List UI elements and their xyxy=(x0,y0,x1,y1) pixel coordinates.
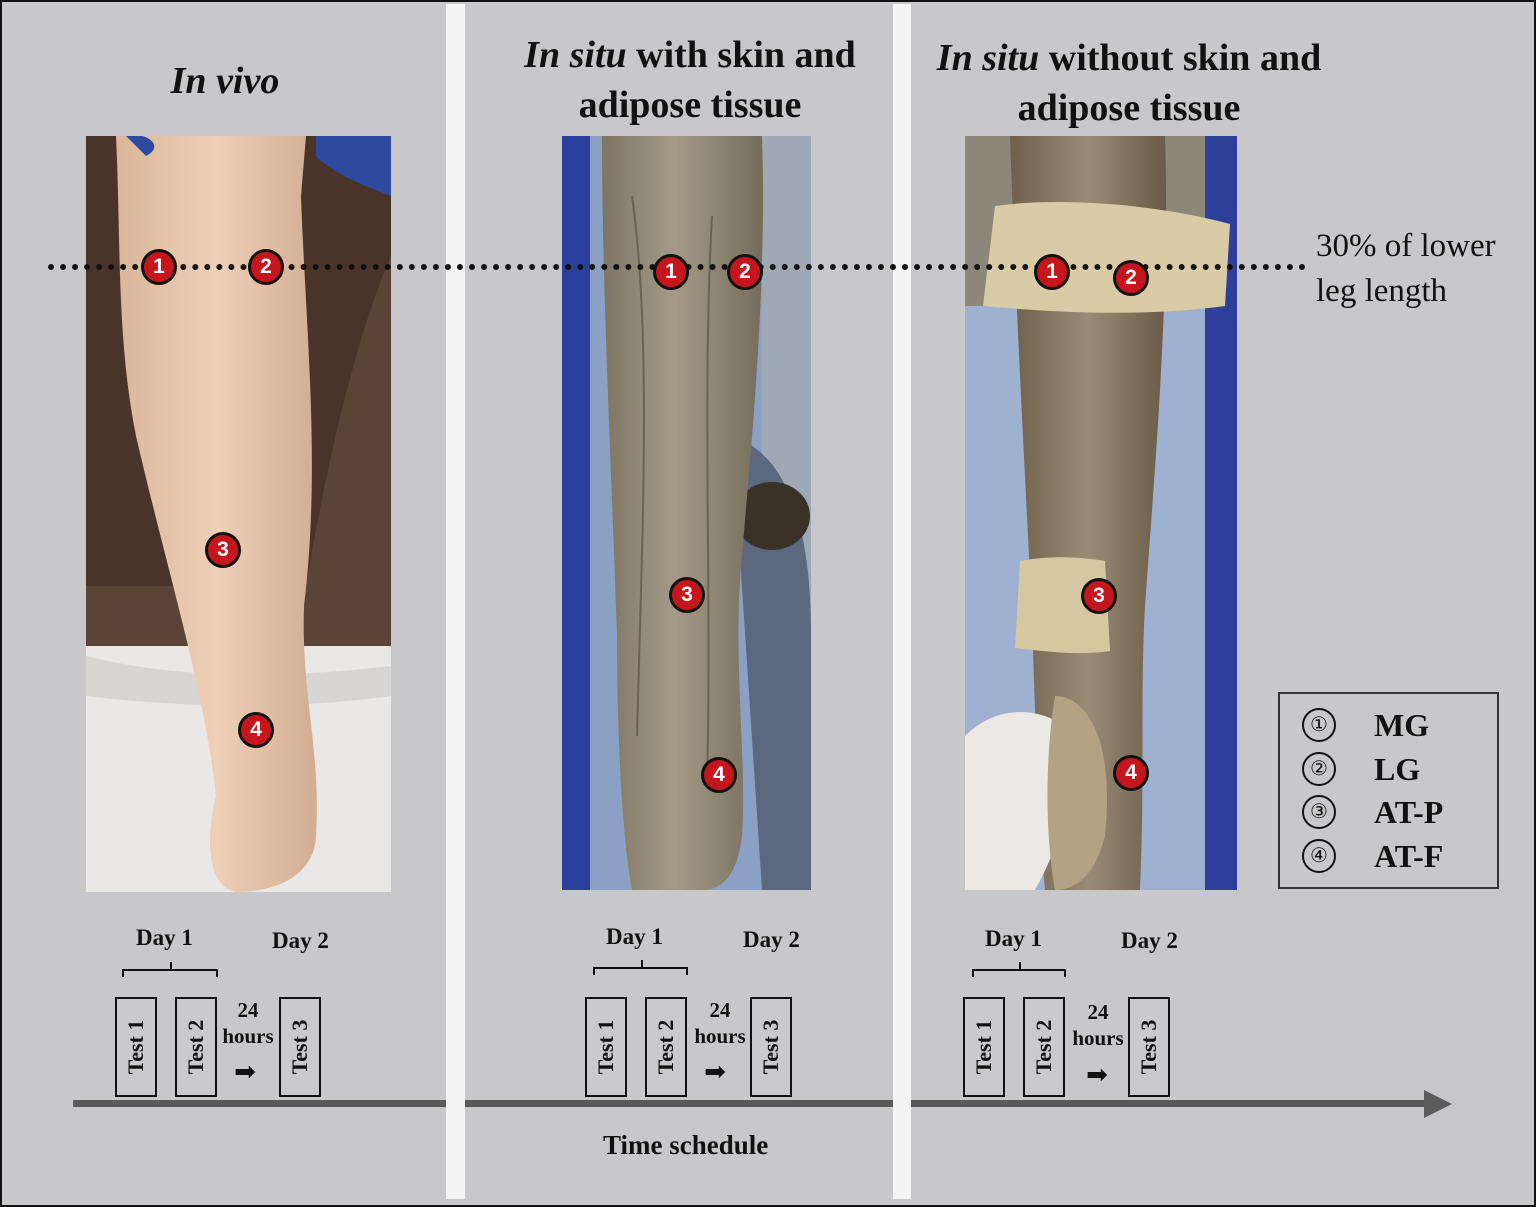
legend-box: ① MG ② LG ③ AT-P ④ AT-F xyxy=(1278,692,1499,889)
legend-label: AT-P xyxy=(1374,794,1444,830)
right-arrow-icon: ➡ xyxy=(234,1057,256,1087)
day-1-label: Day 1 xyxy=(136,925,193,950)
day-1-bracket xyxy=(122,962,218,977)
timeline-segment xyxy=(911,1100,1426,1107)
panel-title: In situ without skin and adipose tissue xyxy=(936,37,1322,129)
timeline-segment xyxy=(465,1100,893,1107)
panel-separator xyxy=(446,4,465,1199)
marker-at-f: 4 xyxy=(238,712,274,748)
legend-item-lg: ② LG xyxy=(1302,751,1492,792)
legend-number: ④ xyxy=(1302,839,1336,873)
test-1-box: Test 1 xyxy=(585,997,627,1097)
day-1-bracket xyxy=(593,960,688,975)
marker-at-f: 4 xyxy=(701,757,737,793)
marker-mg: 1 xyxy=(1034,254,1070,290)
marker-at-p: 3 xyxy=(1081,578,1117,614)
legend-number: ② xyxy=(1302,752,1336,786)
timeline-segment xyxy=(73,1100,446,1107)
timeline-arrowhead-icon xyxy=(1424,1090,1452,1118)
leg-photo-in-situ-without-skin xyxy=(965,136,1237,890)
timeline-label: Time schedule xyxy=(603,1130,769,1160)
marker-at-f: 4 xyxy=(1113,755,1149,791)
legend-label: MG xyxy=(1374,707,1430,743)
test-1-box: Test 1 xyxy=(115,997,157,1097)
marker-mg: 1 xyxy=(653,254,689,290)
test-2-box: Test 2 xyxy=(645,997,687,1097)
test-1-box: Test 1 xyxy=(963,997,1005,1097)
day-1-label: Day 1 xyxy=(606,924,663,949)
test-2-box: Test 2 xyxy=(1023,997,1065,1097)
test-3-box: Test 3 xyxy=(750,997,792,1097)
leg-photo-in-vivo xyxy=(86,136,391,892)
marker-lg: 2 xyxy=(1113,260,1149,296)
legend-item-at-f: ④ AT-F xyxy=(1302,838,1492,879)
legend-number: ③ xyxy=(1302,795,1336,829)
day-1-bracket xyxy=(972,962,1066,977)
right-arrow-icon: ➡ xyxy=(704,1057,726,1087)
marker-lg: 2 xyxy=(727,254,763,290)
marker-at-p: 3 xyxy=(205,532,241,568)
legend-item-mg: ① MG xyxy=(1302,707,1492,748)
reference-line-label: 30% of lower leg length xyxy=(1316,228,1496,309)
day-1-label: Day 1 xyxy=(985,926,1042,951)
panel-title: In vivo xyxy=(170,60,280,102)
day-2-label: Day 2 xyxy=(1121,928,1178,953)
marker-at-p: 3 xyxy=(669,577,705,613)
legend-label: AT-F xyxy=(1374,838,1444,874)
legend-label: LG xyxy=(1374,751,1421,787)
right-arrow-icon: ➡ xyxy=(1086,1060,1108,1090)
panel-separator xyxy=(893,4,911,1199)
marker-mg: 1 xyxy=(141,249,177,285)
test-3-box: Test 3 xyxy=(279,997,321,1097)
legend-number: ① xyxy=(1302,708,1336,742)
day-2-label: Day 2 xyxy=(272,928,329,953)
day-2-label: Day 2 xyxy=(743,927,800,952)
test-3-box: Test 3 xyxy=(1128,997,1170,1097)
test-2-box: Test 2 xyxy=(175,997,217,1097)
panel-title: In situ with skin and adipose tissue xyxy=(524,34,856,126)
leg-photo-in-situ-with-skin xyxy=(562,136,811,890)
marker-lg: 2 xyxy=(248,249,284,285)
legend-item-at-p: ③ AT-P xyxy=(1302,794,1492,835)
